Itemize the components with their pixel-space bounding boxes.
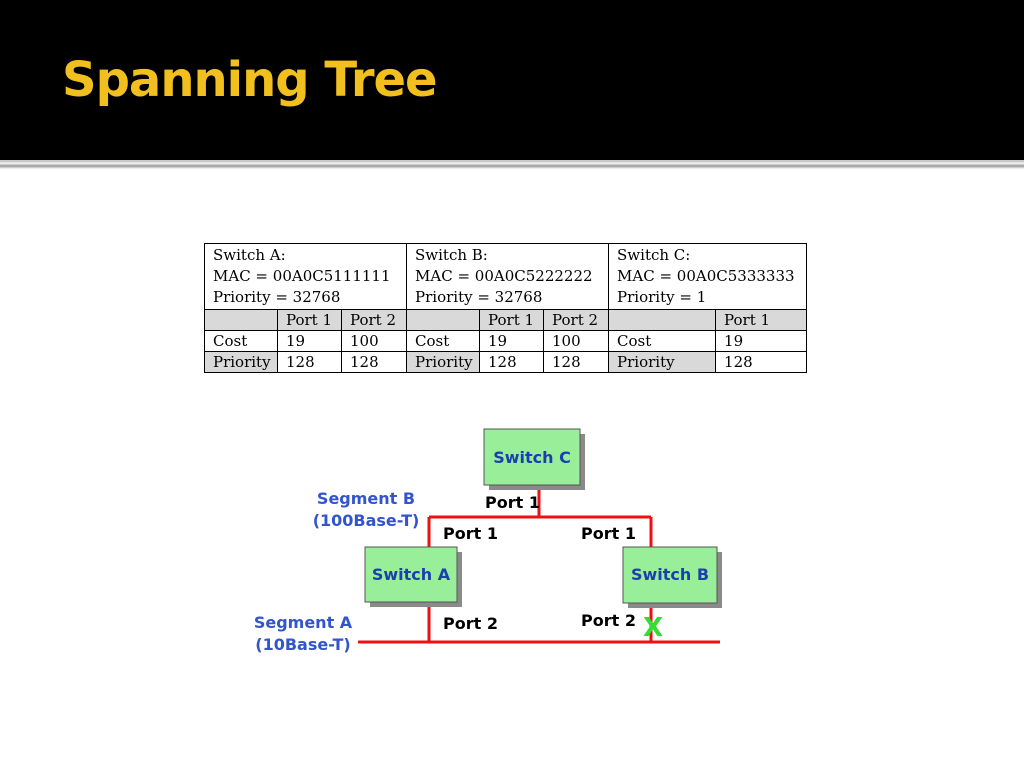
switch-a-label: Switch A <box>372 565 451 584</box>
table-cell: 128 <box>479 351 545 373</box>
switch-a-name: Switch A: <box>213 246 286 264</box>
table-cell: Port 1 <box>277 309 342 331</box>
table-cell: 128 <box>340 351 408 373</box>
segment-a-type: (10Base-T) <box>255 635 350 654</box>
title-divider <box>0 160 1024 170</box>
table-priority-row: Priority 128 128 Priority 128 128 Priori… <box>204 351 808 373</box>
switch-b-box <box>622 546 718 604</box>
table-cell: Priority <box>406 351 481 373</box>
switch-b-port2-label: Port 2 <box>581 611 636 630</box>
switch-b-label: Switch B <box>631 565 709 584</box>
blocked-port-mark: X <box>643 613 663 643</box>
segment-b-type: (100Base-T) <box>313 511 420 530</box>
segment-a-label: Segment A <box>254 613 353 632</box>
switch-a-port1-label: Port 1 <box>443 524 498 543</box>
switch-c-name: Switch C: <box>617 246 691 264</box>
table-cell <box>406 309 481 331</box>
table-cell: 19 <box>277 330 342 352</box>
switch-c-port1-label: Port 1 <box>485 493 540 512</box>
segment-b-label: Segment B <box>317 489 415 508</box>
switch-a-node[interactable]: Switch A <box>364 546 462 607</box>
table-cell: 128 <box>543 351 610 373</box>
table-cell: 128 <box>277 351 342 373</box>
table-cell: Port 1 <box>479 309 545 331</box>
slide-title: Spanning Tree <box>62 52 438 108</box>
table-cell: Port 2 <box>340 309 408 331</box>
switch-b-mac: MAC = 00A0C5222222 <box>415 267 593 285</box>
table-port-row: Port 1 Port 2 Port 1 Port 2 Port 1 <box>204 309 808 331</box>
switch-a-priority: Priority = 32768 <box>213 288 341 306</box>
table-cell: 100 <box>340 330 408 352</box>
table-cell: Port 1 <box>715 309 808 331</box>
network-links <box>358 485 720 644</box>
switch-b-priority: Priority = 32768 <box>415 288 543 306</box>
switch-c-header-cell: Switch C: MAC = 00A0C5333333 Priority = … <box>608 243 808 310</box>
switch-a-header-cell: Switch A: MAC = 00A0C5111111 Priority = … <box>203 243 408 310</box>
table-cell: Priority <box>608 351 717 373</box>
switch-b-name: Switch B: <box>415 246 488 264</box>
switch-a-box <box>364 546 458 603</box>
switch-c-label: Switch C <box>493 448 571 467</box>
switch-a-port2-label: Port 2 <box>443 614 498 633</box>
table-cell <box>204 309 278 331</box>
switch-c-node[interactable]: Switch C <box>483 428 585 490</box>
switch-c-box <box>483 428 581 486</box>
switch-b-port1-label: Port 1 <box>581 524 636 543</box>
switch-c-mac: MAC = 00A0C5333333 <box>617 267 795 285</box>
switch-b-node[interactable]: Switch B <box>622 546 722 608</box>
switch-c-priority: Priority = 1 <box>617 288 707 306</box>
table-cell: Port 2 <box>543 309 610 331</box>
table-cell: Cost <box>204 330 278 352</box>
table-header-row: Switch A: MAC = 00A0C5111111 Priority = … <box>203 243 808 310</box>
table-cell <box>608 309 717 331</box>
title-bar <box>0 0 1024 160</box>
switch-parameters-table: Switch A: MAC = 00A0C5111111 Priority = … <box>203 243 808 373</box>
table-cell: 128 <box>715 351 808 373</box>
switch-a-mac: MAC = 00A0C5111111 <box>213 267 391 285</box>
